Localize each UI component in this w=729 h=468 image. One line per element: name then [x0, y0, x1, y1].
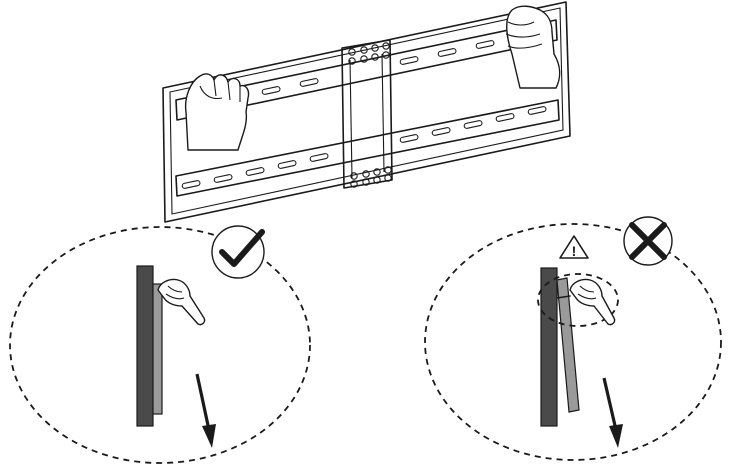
- check-icon: [211, 225, 265, 279]
- wall: [136, 265, 154, 427]
- plate-screws: [348, 42, 392, 188]
- center-mounting-plate: [341, 39, 393, 189]
- right-hand: [505, 5, 561, 89]
- wall-mount-bracket: [162, 1, 571, 223]
- cross-icon: [623, 216, 673, 266]
- hand-holding-panel: [569, 278, 616, 326]
- hand-holding-panel: [157, 278, 206, 326]
- incorrect-installation-detail: [424, 223, 722, 461]
- correct-installation-detail: [9, 226, 311, 464]
- hook-warning-circle: [537, 273, 619, 327]
- down-arrow-icon: [602, 377, 623, 448]
- left-hand: [184, 73, 250, 151]
- warning-triangle-icon: !: [559, 235, 589, 259]
- bottom-rail-slots: [181, 106, 547, 189]
- tv-panel: [152, 283, 163, 415]
- incorrect-detail-circle: [424, 223, 722, 461]
- down-arrow-icon: [195, 373, 216, 448]
- wall: [540, 267, 558, 427]
- warning-symbol: !: [572, 243, 577, 259]
- tv-panel-tilted: [556, 277, 580, 413]
- correct-detail-circle: [9, 226, 311, 464]
